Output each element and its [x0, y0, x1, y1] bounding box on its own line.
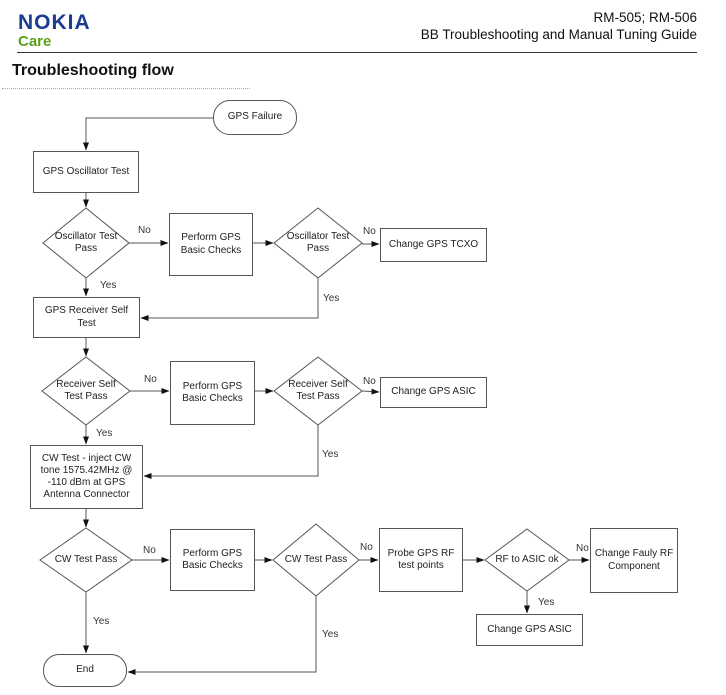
- edge-label-no-2: No: [363, 226, 376, 237]
- edge-start-to-osctest: [83, 117, 213, 151]
- node-change-gps-tcxo: Change GPS TCXO: [380, 228, 487, 262]
- edge-label-yes-4: Yes: [322, 449, 339, 460]
- node-perform-checks-2: Perform GPS Basic Checks: [170, 361, 255, 425]
- node-change-fauly-rf: Change Fauly RF Component: [590, 528, 678, 593]
- node-change-gps-asic-1: Change GPS ASIC: [380, 377, 487, 408]
- node-perform-checks-3: Perform GPS Basic Checks: [170, 529, 255, 591]
- header-divider: [17, 52, 697, 53]
- edge-label-no-3: No: [144, 374, 157, 385]
- doc-id: RM-505; RM-506: [593, 10, 697, 25]
- label-receiver-pass-1: Receiver Self Test Pass: [56, 378, 116, 403]
- node-perform-checks-1: Perform GPS Basic Checks: [169, 213, 253, 276]
- label-rf-to-asic-ok: RF to ASIC ok: [495, 553, 559, 565]
- header-doc-info: RM-505; RM-506 BB Troubleshooting and Ma…: [421, 9, 697, 43]
- diamond-cw-pass-1: [39, 527, 133, 593]
- label-oscillator-pass-2: Oscillator Test Pass: [286, 230, 350, 255]
- node-change-gps-asic-2: Change GPS ASIC: [476, 614, 583, 646]
- edge-label-yes-6: Yes: [93, 616, 110, 627]
- label-oscillator-pass-1: Oscillator Test Pass: [54, 230, 118, 255]
- edge-d4-no: [361, 388, 380, 395]
- dotted-guide-line: [2, 88, 250, 89]
- edge-d6-yes: [127, 596, 317, 675]
- edge-label-yes-2: Yes: [323, 293, 340, 304]
- edge-d4-yes: [143, 425, 319, 479]
- diamond-rf-to-asic-ok: [484, 528, 570, 592]
- edge-label-no-1: No: [138, 225, 151, 236]
- label-cw-pass-2: CW Test Pass: [284, 553, 348, 565]
- diamond-receiver-pass-2: [273, 356, 363, 426]
- edge-label-no-6: No: [360, 542, 373, 553]
- edge-label-yes-5: Yes: [538, 597, 555, 608]
- edge-label-no-5: No: [143, 545, 156, 556]
- label-cw-pass-1: CW Test Pass: [54, 553, 118, 565]
- care-logo: Care: [18, 33, 52, 50]
- edge-label-yes-7: Yes: [322, 629, 339, 640]
- diamond-cw-pass-2: [272, 523, 360, 597]
- node-probe-gps-rf: Probe GPS RF test points: [379, 528, 463, 592]
- node-end: End: [43, 654, 127, 687]
- node-gps-receiver-self-test: GPS Receiver Self Test: [33, 297, 140, 338]
- edge-label-yes-3: Yes: [96, 428, 113, 439]
- node-gps-oscillator-test: GPS Oscillator Test: [33, 151, 139, 193]
- edge-label-no-4: No: [363, 376, 376, 387]
- edge-label-yes-1: Yes: [100, 280, 117, 291]
- node-gps-failure: GPS Failure: [213, 100, 297, 135]
- edge-d2-yes: [140, 278, 319, 321]
- edge-label-no-7: No: [576, 543, 589, 554]
- label-receiver-pass-2: Receiver Self Test Pass: [288, 378, 348, 403]
- diamond-oscillator-pass-2: [273, 207, 363, 279]
- doc-subtitle: BB Troubleshooting and Manual Tuning Gui…: [420, 27, 697, 42]
- page-title: Troubleshooting flow: [12, 62, 174, 79]
- nokia-logo: NOKIA: [18, 11, 91, 34]
- diamond-receiver-pass-1: [41, 356, 131, 426]
- diamond-oscillator-pass-1: [42, 207, 130, 279]
- node-cw-test: CW Test - inject CW tone 1575.42MHz @ -1…: [30, 445, 143, 509]
